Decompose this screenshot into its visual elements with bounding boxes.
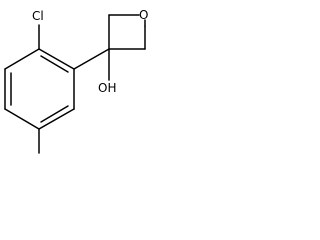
hydroxyl-label: OH (98, 81, 116, 95)
ring-double-bond-top (40, 55, 69, 73)
ring-bond-bottom-left (4, 108, 40, 130)
ring-bond-top-right (38, 48, 75, 70)
chlorine-label: Cl (32, 9, 44, 23)
benzene-ring (4, 48, 75, 130)
bond-ring-to-oxetane (73, 48, 110, 70)
substituent-bonds (38, 24, 110, 154)
oxygen-label: O (139, 8, 148, 22)
ring-bond-bottom-right (38, 108, 75, 130)
molecule-structure: Cl O OH (0, 0, 156, 172)
oxetane-ring (108, 14, 146, 50)
structure-drawing: Cl O OH (4, 8, 148, 154)
ring-bond-top-left (4, 48, 40, 70)
ring-double-bond-bottom (40, 105, 69, 123)
